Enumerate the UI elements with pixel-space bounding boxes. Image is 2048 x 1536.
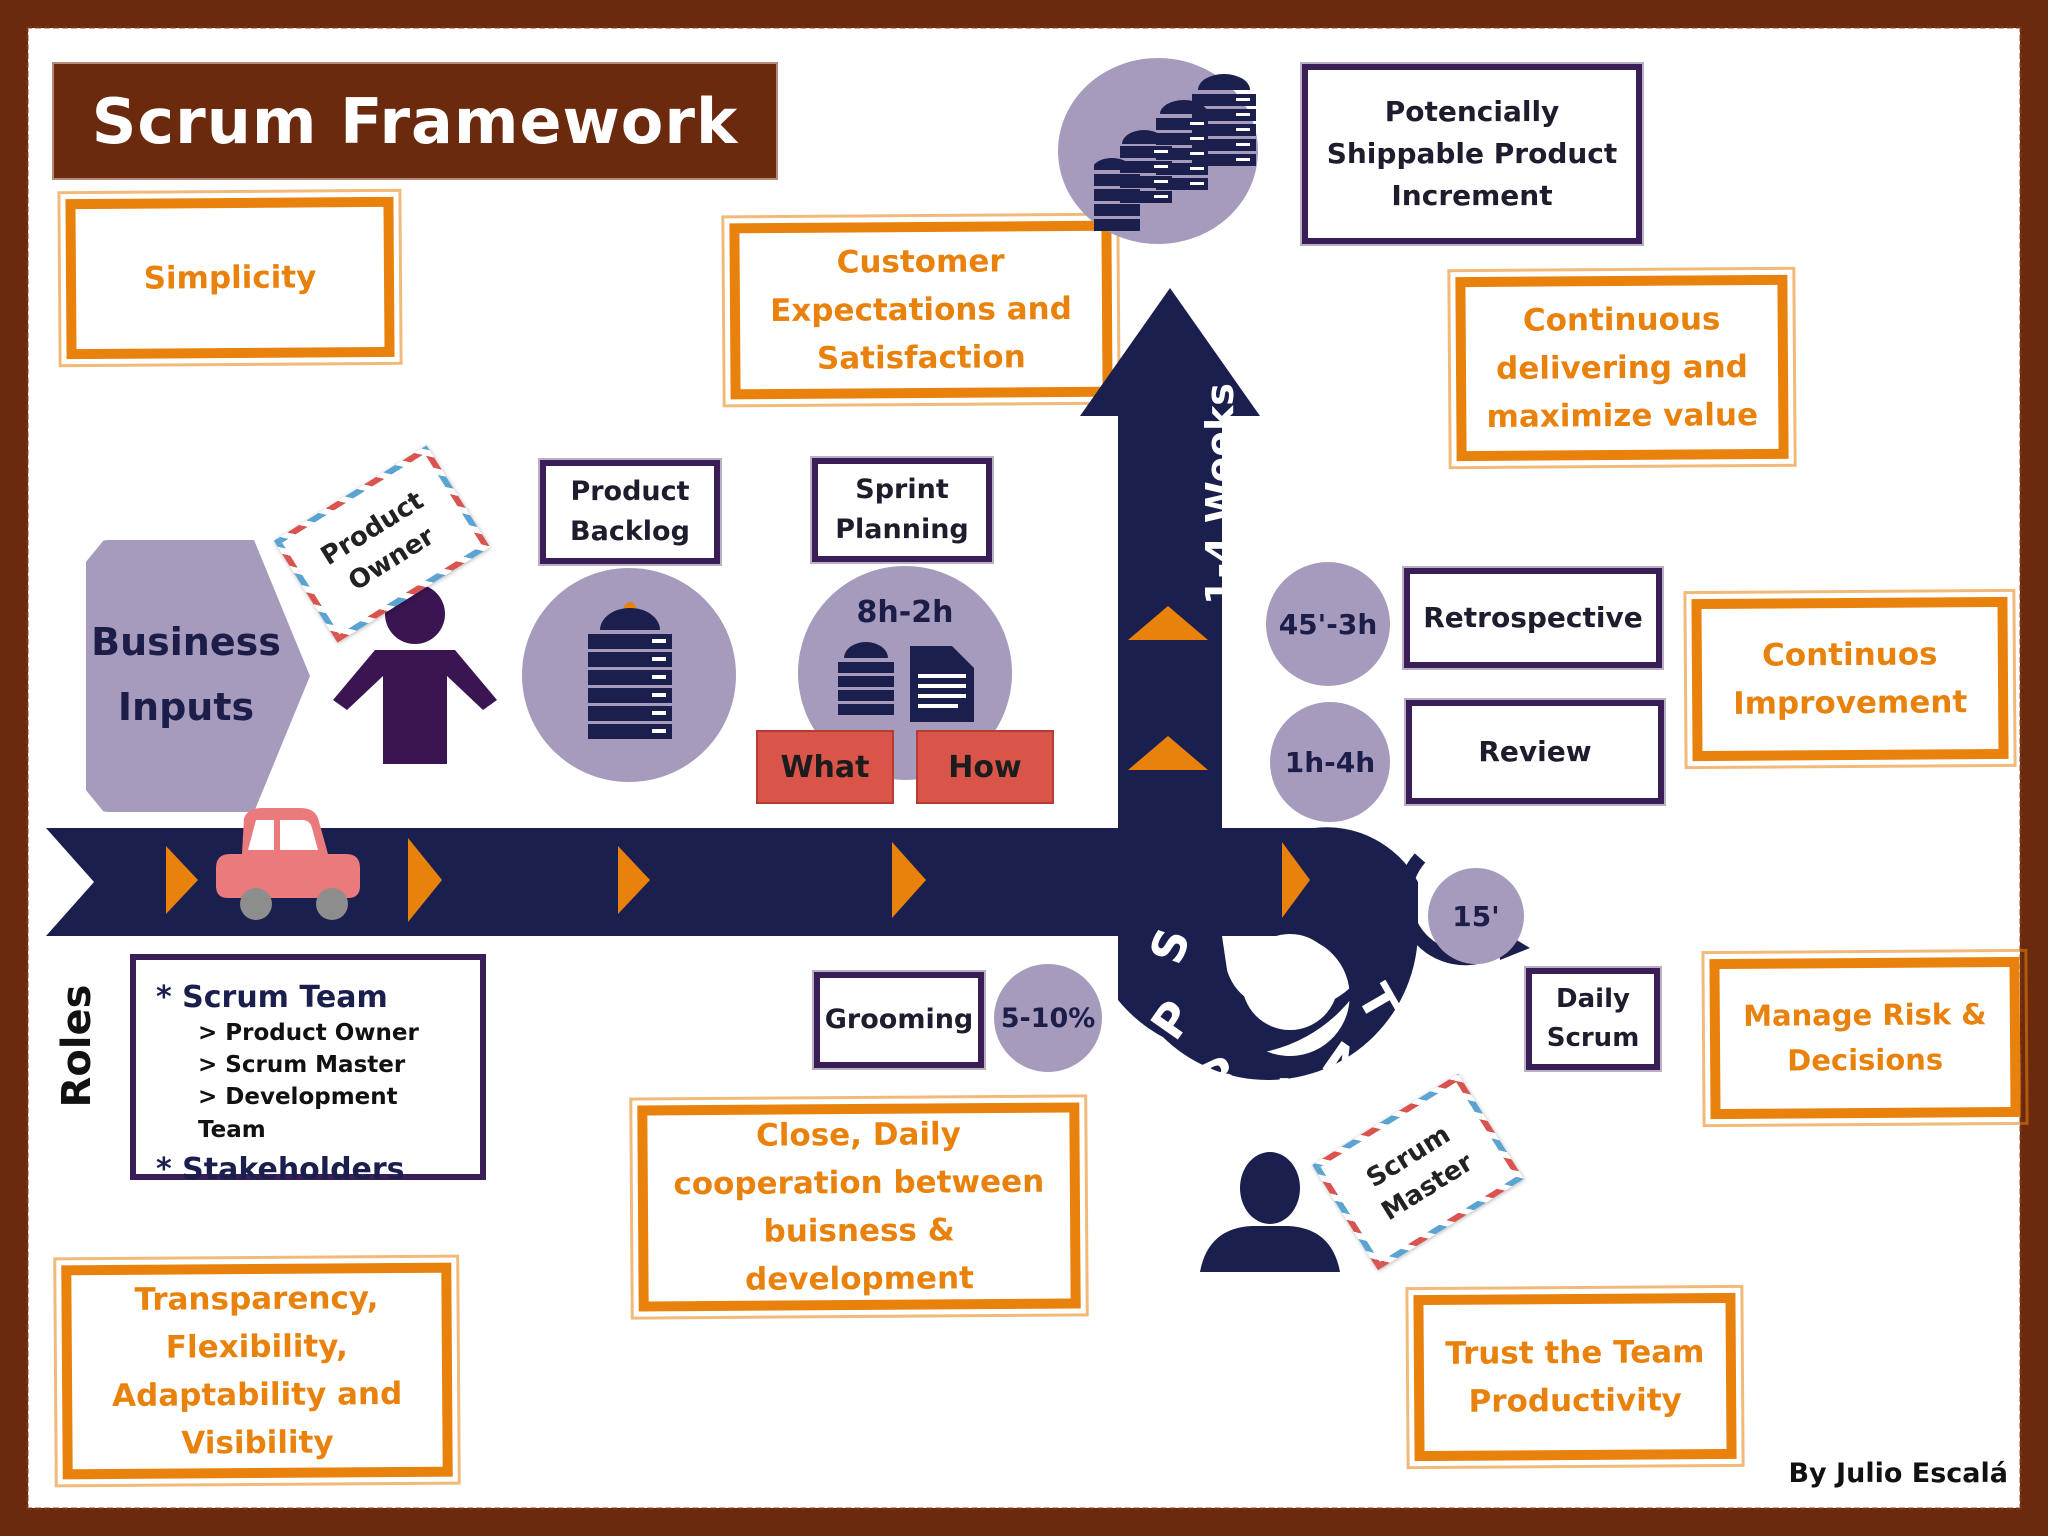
roles-scrum-team: * Scrum Team xyxy=(156,980,388,1015)
sprint-arrow-head xyxy=(1080,288,1260,416)
grooming-label: Grooming xyxy=(812,970,986,1070)
timeline-band xyxy=(46,828,1306,936)
author-credit: By Julio Escalá xyxy=(1788,1458,2008,1489)
retro-time-circle xyxy=(1266,562,1390,686)
review-label: Review xyxy=(1404,698,1666,806)
timeline-marker xyxy=(166,846,198,914)
roles-stakeholders: * Stakeholders xyxy=(156,1151,405,1187)
planning-stack-doc-icon xyxy=(838,642,974,722)
daily-time: 15' xyxy=(1452,899,1500,933)
timeline-marker xyxy=(618,846,650,914)
review-time-circle xyxy=(1270,702,1390,822)
car-icon xyxy=(216,808,360,920)
grooming-pct-circle xyxy=(994,964,1102,1072)
business-inputs-block xyxy=(86,540,310,812)
how-label: How xyxy=(916,730,1054,804)
retrospective-label: Retrospective xyxy=(1402,566,1664,670)
planning-time: 8h-2h xyxy=(856,594,954,630)
title-banner: Scrum Framework xyxy=(52,62,778,180)
review-time: 1h-4h xyxy=(1284,745,1376,779)
business-inputs-label: Business Inputs xyxy=(91,620,281,729)
shaft-marker xyxy=(1128,606,1208,640)
roles-item: > Scrum Master xyxy=(198,1052,406,1079)
roles-box: * Scrum Team > Product Owner > Scrum Mas… xyxy=(130,954,486,1187)
frame-inner-edge xyxy=(26,26,2022,1510)
daily-time-circle xyxy=(1428,868,1524,964)
sprint-letter-i: I xyxy=(1275,1069,1293,1123)
timeline-marker xyxy=(892,842,926,918)
roles-label: Roles xyxy=(54,984,100,1108)
scrum-master-person-icon xyxy=(1200,1152,1340,1272)
sprint-loop xyxy=(1118,827,1418,1080)
daily-scrum-label: Daily Scrum xyxy=(1524,966,1662,1072)
grooming-pct: 5-10% xyxy=(1000,1002,1096,1034)
roles-item: > Development Team xyxy=(198,1084,398,1143)
timeline-marker xyxy=(408,838,442,922)
increment-stacks-icon xyxy=(1094,74,1256,231)
timeline-marker xyxy=(1282,842,1310,918)
retro-time: 45'-3h xyxy=(1278,607,1378,641)
backlog-stack-icon xyxy=(588,602,672,739)
sprint-shaft xyxy=(1118,404,1380,1056)
shaft-marker xyxy=(1128,736,1208,770)
weeks-label: 1-4 Weeks xyxy=(1198,383,1242,605)
sprint-loop-hole xyxy=(1242,934,1338,1030)
roles-item: > Product Owner xyxy=(198,1020,419,1046)
what-label: What xyxy=(756,730,894,804)
